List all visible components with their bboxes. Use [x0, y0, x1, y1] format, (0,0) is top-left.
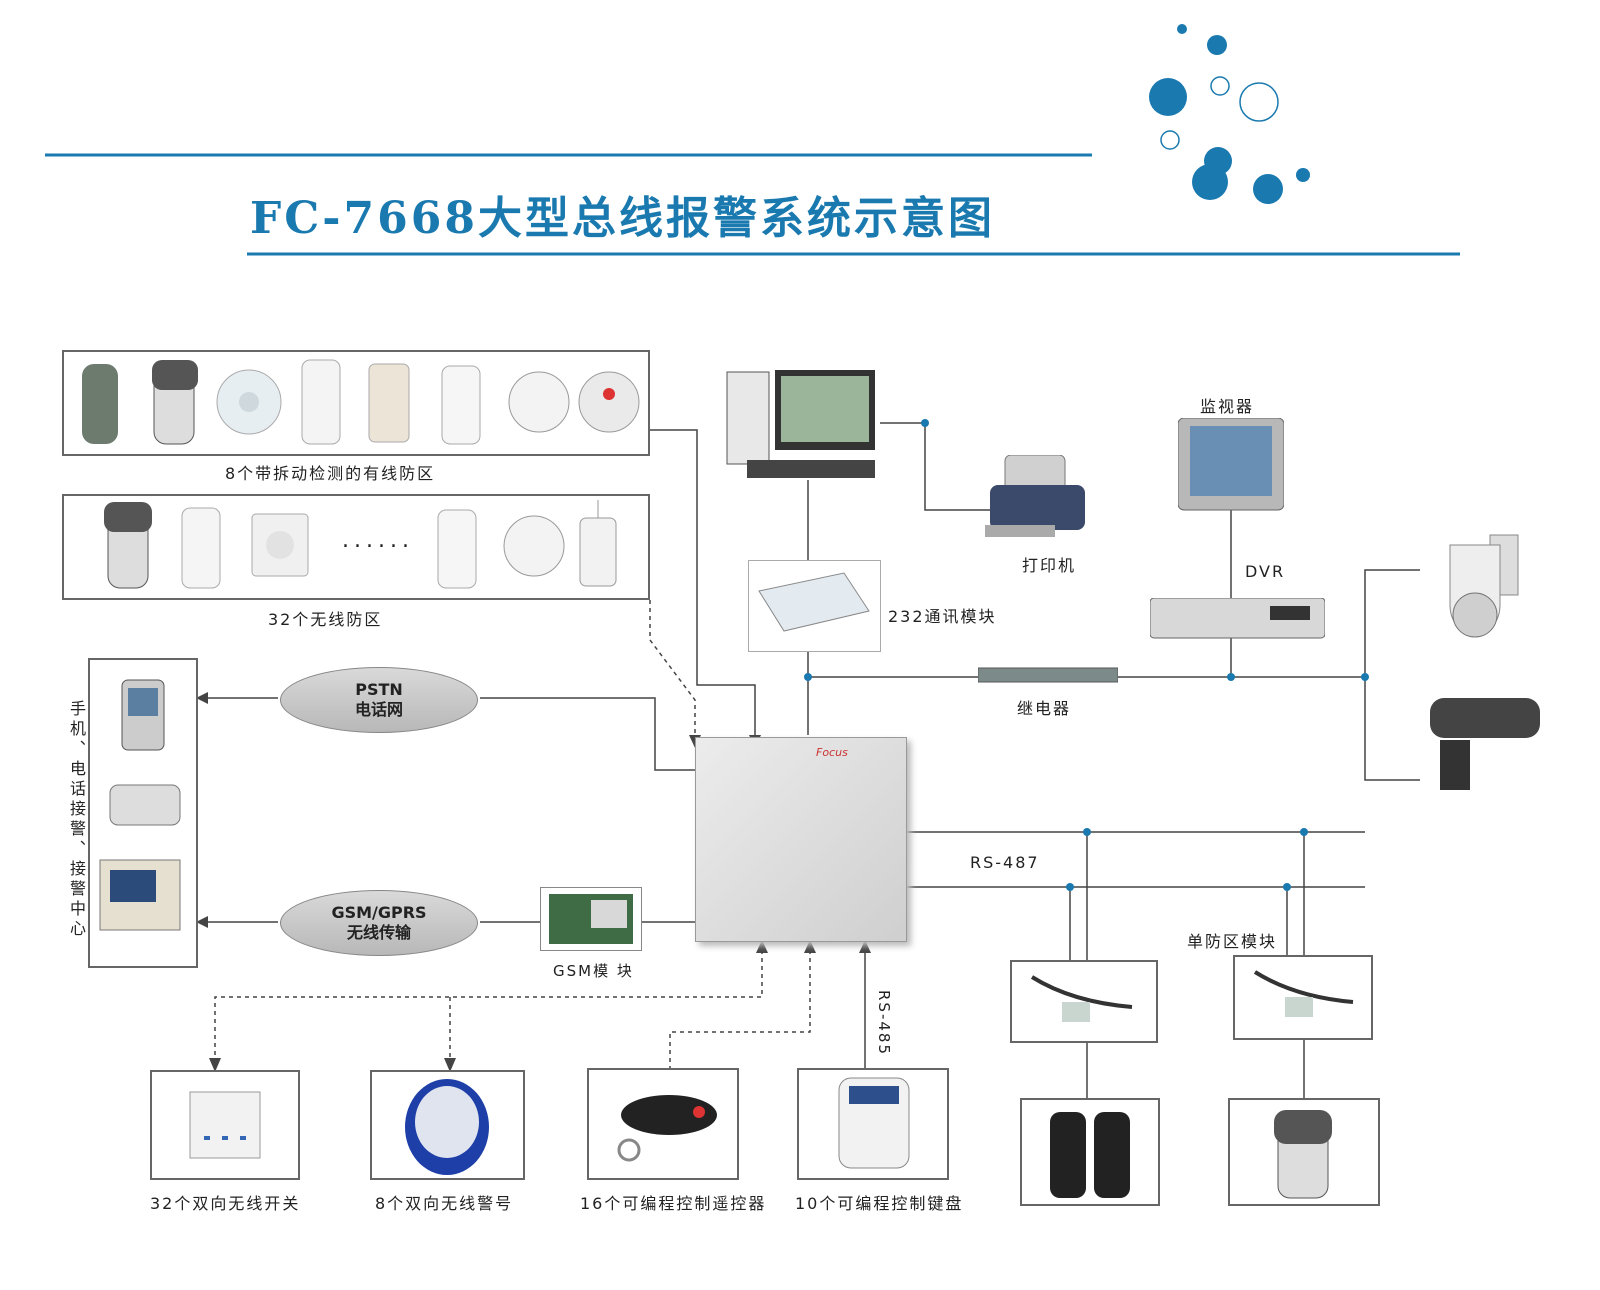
- printer-icon: [985, 455, 1085, 537]
- gsm-module-icon: [549, 894, 633, 944]
- gsm-network: GSM/GPRS 无线传输: [280, 890, 478, 956]
- wired-zones-panel: [62, 350, 650, 456]
- pstn-network: PSTN 电话网: [280, 667, 478, 733]
- comm-module-icon: [758, 572, 870, 632]
- gsm-line2: 无线传输: [346, 923, 411, 942]
- outdoor-detector-icon: [1274, 1110, 1332, 1199]
- comm-module-label: 232通讯模块: [888, 607, 997, 626]
- single-zone-module-2: [1233, 955, 1373, 1040]
- switch-label: 32个双向无线开关: [150, 1194, 301, 1213]
- remote-label: 16个可编程控制遥控器: [580, 1194, 767, 1213]
- bullet-camera-icon: [1430, 698, 1540, 790]
- wireless-switch-box: [150, 1070, 300, 1180]
- comm-module-box: [748, 560, 881, 652]
- dvr-icon: [1150, 598, 1325, 639]
- dome-camera-icon: [1449, 534, 1519, 638]
- receiver-devices-icons: [99, 679, 181, 931]
- keypad-box: [797, 1068, 949, 1180]
- pstn-line2: 电话网: [354, 700, 403, 719]
- single-zone-module-1: [1010, 960, 1158, 1043]
- receivers-box: [88, 658, 198, 968]
- monitor-label: 监视器: [1200, 397, 1255, 416]
- wall-switch-icon: [189, 1091, 261, 1159]
- remote-box: [587, 1068, 739, 1180]
- page-title: FC-7668大型总线报警系统示意图: [250, 193, 995, 244]
- keypad-icon: [838, 1077, 910, 1169]
- rs487-label: RS-487: [970, 853, 1040, 872]
- rs485-label: RS-485: [875, 990, 893, 1056]
- brand-logo: Focus: [816, 746, 848, 759]
- beam-detector-box: [1020, 1098, 1160, 1206]
- siren-label: 8个双向无线警号: [375, 1194, 514, 1213]
- gsm-module-label: GSM模 块: [553, 962, 634, 980]
- siren-box: [370, 1070, 525, 1180]
- detector-icons: [82, 359, 640, 445]
- siren-icon: [405, 1079, 489, 1175]
- dots-ellipsis: ......: [342, 528, 414, 553]
- remote-control-icon: [617, 1095, 717, 1162]
- gsm-module-box: [540, 887, 642, 951]
- relay-label: 继电器: [1017, 699, 1072, 718]
- gsm-line1: GSM/GPRS: [331, 903, 427, 922]
- wired-zones-label: 8个带拆动检测的有线防区: [225, 464, 436, 483]
- receivers-label: 手机、电话接警、接警中心: [67, 700, 86, 940]
- wireless-detector-icons: [104, 500, 617, 589]
- outdoor-detector-box: [1228, 1098, 1380, 1206]
- keypad-label: 10个可编程控制键盘: [795, 1194, 964, 1213]
- alarm-control-panel: Focus: [695, 737, 907, 942]
- tv-monitor-icon: [1178, 418, 1284, 511]
- single-zone-module-label: 单防区模块: [1187, 932, 1278, 951]
- module-cable-icon: [1030, 975, 1133, 1022]
- wireless-zones-panel: [62, 494, 650, 600]
- beam-detector-icon: [1050, 1112, 1130, 1198]
- printer-label: 打印机: [1022, 556, 1077, 575]
- wireless-zones-label: 32个无线防区: [268, 610, 383, 629]
- pstn-line1: PSTN: [355, 680, 403, 699]
- module-cable-icon: [1253, 970, 1354, 1017]
- relay-icon: [978, 667, 1118, 683]
- computer-icon: [726, 370, 875, 478]
- dvr-label: DVR: [1245, 562, 1286, 581]
